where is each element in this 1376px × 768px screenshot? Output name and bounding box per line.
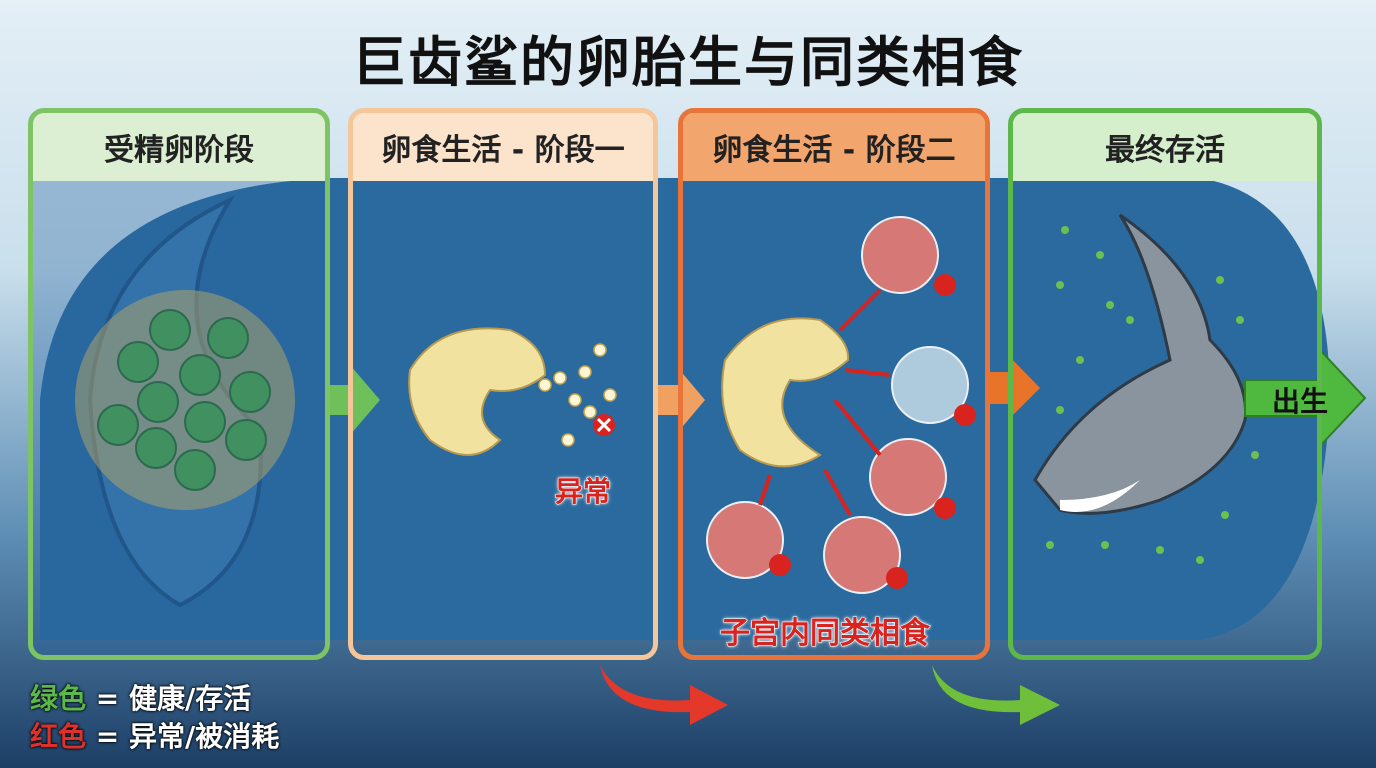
bottom-red-arrow [600,665,728,725]
panel-fertilized-egg: 受精卵阶段 [28,108,330,660]
yolk-eggs [538,343,617,447]
legend-green-meaning: = 健康/存活 [95,682,252,715]
panel-header: 卵食生活 - 阶段一 [353,113,653,181]
birth-label: 出生 [1272,385,1329,418]
legend-red-word: 红色 [30,720,87,753]
sibling-embryos [706,216,969,594]
panel-header: 卵食生活 - 阶段二 [683,113,985,181]
abnormal-label: 异常 [554,475,612,509]
bottom-green-arrow [932,665,1060,725]
consumed-x-icons [769,274,976,589]
panel-final-survival: 最终存活 [1008,108,1322,660]
embryo-stage1 [408,327,547,456]
green-particles [1046,226,1259,564]
legend-red: 红色 = 异常/被消耗 [30,718,279,756]
cannibalism-label: 子宫内同类相食 [720,616,931,652]
consumption-arrows [758,288,891,516]
panel-oophagy-stage-1: 卵食生活 - 阶段一 [348,108,658,660]
panel-oophagy-stage-2: 卵食生活 - 阶段二 [678,108,990,660]
panel-header: 最终存活 [1013,113,1317,181]
legend-green-word: 绿色 [30,682,87,715]
megalodon-shark [1033,213,1248,515]
arrow-3 [990,355,1040,420]
fertilized-eggs [97,309,271,491]
abnormal-x-icon [593,414,615,436]
page-title: 巨齿鲨的卵胎生与同类相食 [352,31,1024,94]
legend: 绿色 = 健康/存活 红色 = 异常/被消耗 [30,680,279,756]
embryo-stage2 [721,317,850,468]
legend-red-meaning: = 异常/被消耗 [95,720,280,753]
panel-header: 受精卵阶段 [33,113,325,181]
legend-green: 绿色 = 健康/存活 [30,680,279,718]
arrow-1 [330,365,380,435]
